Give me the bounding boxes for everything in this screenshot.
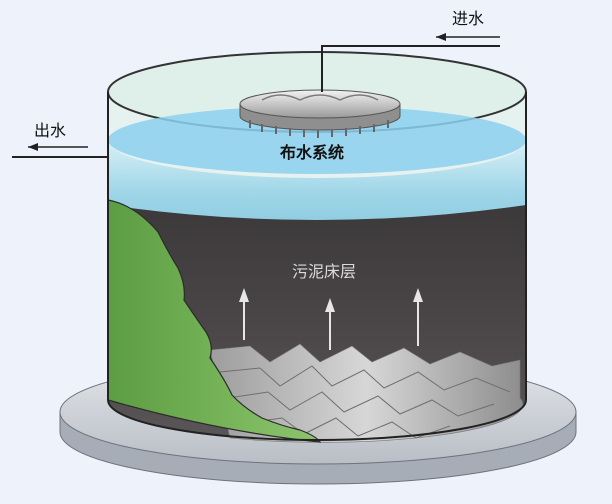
cylinder-outline xyxy=(107,92,527,441)
outlet-pipe xyxy=(12,143,108,158)
upflow-arrow xyxy=(413,288,423,346)
cutaway-wall xyxy=(107,199,322,443)
inlet-pipe xyxy=(321,33,500,92)
water-distributor xyxy=(239,89,401,138)
upflow-arrow xyxy=(325,298,335,350)
upflow-arrow xyxy=(239,288,249,340)
sludge-bed-label: 污泥床层 xyxy=(292,262,356,281)
nozzles xyxy=(249,120,389,138)
outlet-label: 出水 xyxy=(34,121,66,140)
distributor-label: 布水系统 xyxy=(280,143,344,162)
inlet-label: 进水 xyxy=(452,9,484,28)
upflow-arrows xyxy=(239,288,423,350)
